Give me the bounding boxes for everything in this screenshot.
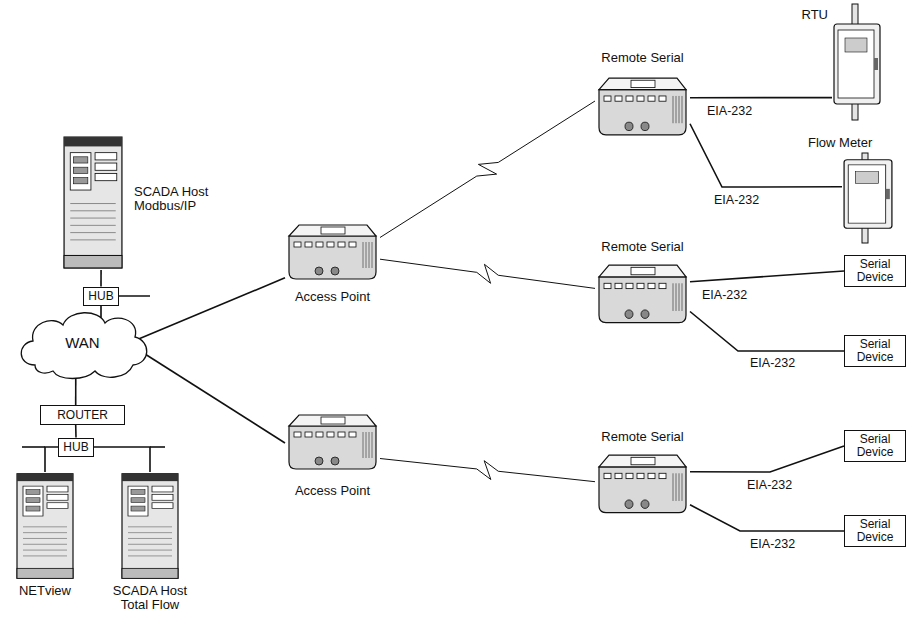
enclosure-icon: [842, 158, 894, 230]
radio-icon: [595, 75, 690, 140]
radio-link: [380, 259, 595, 288]
device-box: ROUTER: [40, 405, 125, 425]
cable-line: [690, 505, 844, 531]
node-label: WAN: [15, 334, 150, 351]
node-label: Serial Device: [848, 258, 902, 284]
node-label: Access Point: [273, 484, 392, 498]
field-enclosure: Flow Meter: [842, 158, 894, 230]
field-enclosure: RTU: [832, 22, 882, 106]
enclosure-icon: [832, 22, 882, 106]
device-box: Serial Device: [844, 335, 906, 367]
cable-line: [690, 446, 844, 472]
radio-link: [380, 101, 595, 238]
server-node: SCADA Host Modbus/IP: [62, 135, 124, 270]
radio-icon: [595, 452, 690, 518]
node-label: SCADA Host Total Flow: [109, 584, 191, 612]
cable-line: [690, 124, 842, 187]
device-box: Serial Device: [844, 430, 906, 462]
node-label: Remote Serial: [583, 240, 702, 254]
node-label: Serial Device: [848, 433, 902, 459]
cable-line: [75, 425, 77, 438]
cable-line: [690, 97, 832, 99]
device-box: Serial Device: [844, 255, 906, 287]
server-icon: [120, 472, 180, 580]
radio-icon: [285, 222, 380, 284]
cable-line: [94, 447, 150, 472]
node-label: SCADA Host Modbus/IP: [134, 185, 216, 213]
signal-label: EIA-232: [745, 478, 794, 492]
signal-label: EIA-232: [705, 104, 754, 118]
bus-stub-line: [150, 446, 165, 448]
radio-icon: [595, 262, 690, 328]
cable-line: [139, 278, 285, 339]
radio-link: [380, 459, 595, 482]
node-label: Serial Device: [848, 338, 902, 364]
cable-line: [690, 312, 844, 352]
radio-node: Remote Serial: [595, 75, 690, 140]
cable-line: [45, 447, 58, 472]
signal-label: EIA-232: [748, 356, 797, 370]
cable-line: [100, 270, 102, 287]
cable-line: [100, 306, 102, 318]
node-label: NETview: [0, 584, 95, 598]
node-label: Access Point: [273, 290, 392, 304]
server-node: SCADA Host Total Flow: [120, 472, 180, 580]
device-box: HUB: [58, 438, 94, 457]
device-box: Serial Device: [844, 515, 906, 547]
cable-line: [145, 354, 285, 443]
hub-stub-line: [117, 295, 150, 297]
node-label: Flow Meter: [806, 136, 874, 150]
signal-label: EIA-232: [712, 193, 761, 207]
network-cloud: WAN: [15, 305, 150, 380]
device-box: HUB: [83, 287, 119, 306]
server-icon: [15, 472, 75, 580]
node-label: Serial Device: [848, 518, 902, 544]
node-label: HUB: [87, 290, 114, 303]
node-label: RTU: [794, 8, 828, 22]
server-icon: [62, 135, 124, 270]
signal-label: EIA-232: [700, 288, 749, 302]
radio-node: Remote Serial: [595, 262, 690, 328]
node-label: Remote Serial: [583, 51, 702, 65]
radio-icon: [285, 412, 380, 474]
node-label: ROUTER: [56, 409, 109, 422]
node-label: Remote Serial: [583, 430, 702, 444]
bus-stub-line: [22, 446, 45, 448]
cable-line: [75, 379, 77, 406]
radio-node: Remote Serial: [595, 452, 690, 518]
server-node: NETview: [15, 472, 75, 580]
radio-node: Access Point: [285, 222, 380, 284]
signal-label: EIA-232: [748, 537, 797, 551]
radio-node: Access Point: [285, 412, 380, 474]
node-label: HUB: [62, 441, 89, 454]
cable-line: [690, 271, 844, 282]
